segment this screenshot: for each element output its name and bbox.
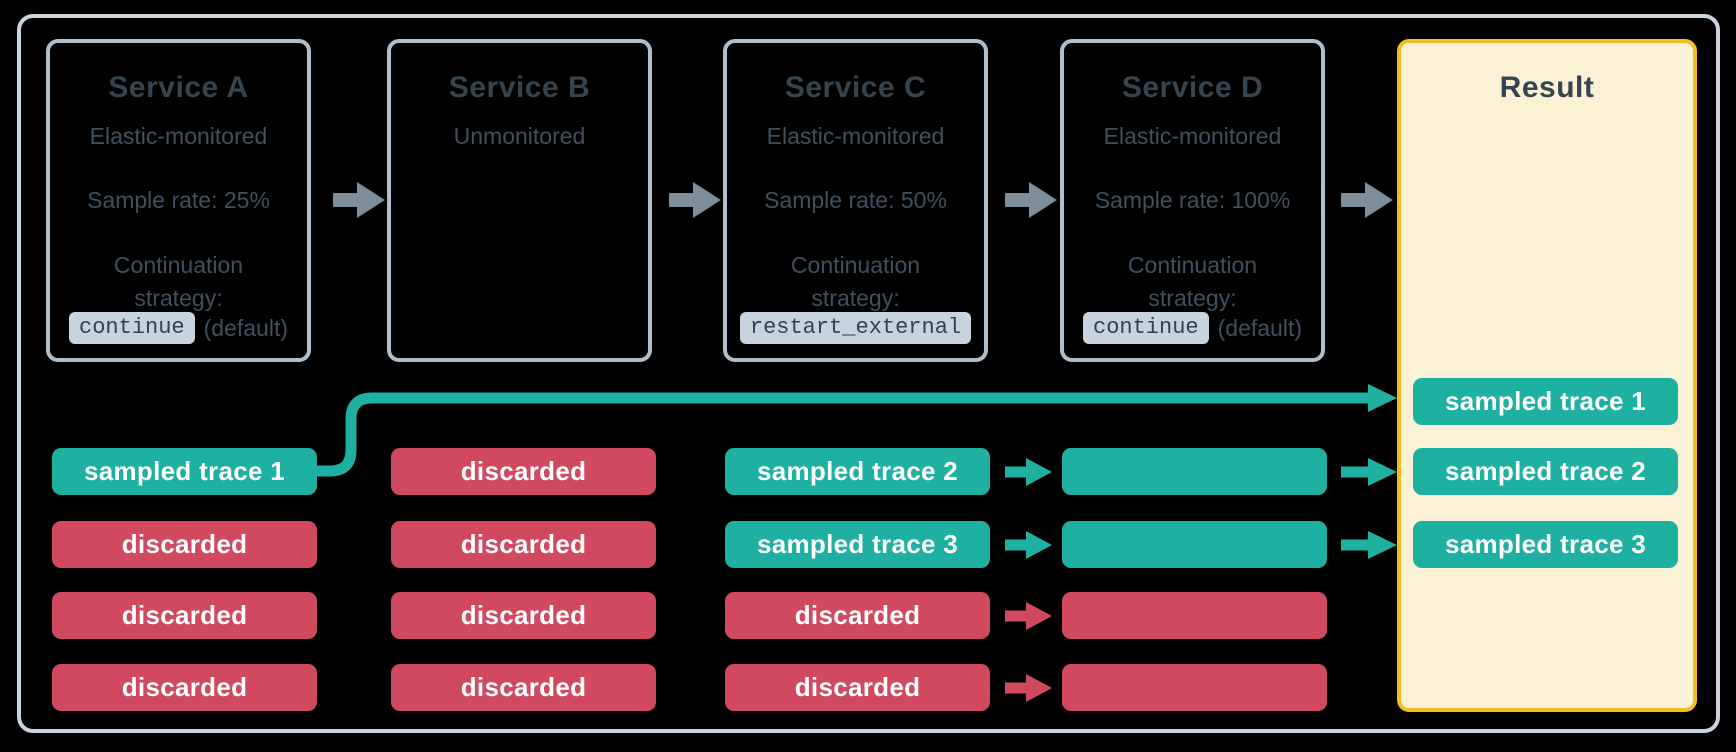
service-d-strategy-line2: strategy:	[1148, 285, 1237, 311]
trace-pill-d-discarded	[1062, 664, 1327, 711]
service-d-sample-rate: Sample rate: 100%	[1094, 187, 1291, 213]
service-a-strategy-line1: Continuation	[113, 252, 244, 278]
trace-pill-b-discarded: discarded	[391, 664, 656, 711]
result-box: Result	[1397, 39, 1697, 712]
result-pill-sampled-3: sampled trace 3	[1413, 521, 1678, 568]
service-d-subtitle: Elastic-monitored	[1103, 123, 1282, 149]
service-c-strategy-value: restart_external	[727, 311, 984, 345]
trace-pill-a-sampled-1: sampled trace 1	[52, 448, 317, 495]
trace-pill-c-discarded: discarded	[725, 664, 990, 711]
service-c-strategy-line2: strategy:	[811, 285, 900, 311]
result-title: Result	[1499, 71, 1595, 104]
trace-pill-d-discarded	[1062, 592, 1327, 639]
service-a-strategy-value: continue (default)	[50, 311, 307, 345]
trace-pill-a-discarded: discarded	[52, 664, 317, 711]
trace-pill-b-discarded: discarded	[391, 448, 656, 495]
service-c-box: Service C Elastic-monitored Sample rate:…	[723, 39, 988, 362]
service-c-sample-rate: Sample rate: 50%	[764, 187, 947, 213]
service-a-strategy-default-label: (default)	[203, 314, 288, 341]
result-pill-sampled-2: sampled trace 2	[1413, 448, 1678, 495]
service-d-box: Service D Elastic-monitored Sample rate:…	[1060, 39, 1325, 362]
trace-pill-d-sampled	[1062, 521, 1327, 568]
trace-pill-c-discarded: discarded	[725, 592, 990, 639]
service-c-strategy-code: restart_external	[739, 312, 972, 344]
service-a-sample-rate: Sample rate: 25%	[87, 187, 270, 213]
service-a-box: Service A Elastic-monitored Sample rate:…	[46, 39, 311, 362]
service-a-strategy-line2: strategy:	[134, 285, 223, 311]
service-d-strategy-default-label: (default)	[1217, 314, 1302, 341]
trace-pill-a-discarded: discarded	[52, 592, 317, 639]
diagram-outer-frame	[17, 14, 1720, 733]
trace-pill-b-discarded: discarded	[391, 521, 656, 568]
trace-pill-c-sampled-3: sampled trace 3	[725, 521, 990, 568]
service-b-subtitle: Unmonitored	[453, 123, 586, 149]
service-d-strategy-line1: Continuation	[1127, 252, 1258, 278]
service-d-strategy-code: continue	[1083, 312, 1209, 344]
trace-pill-c-sampled-2: sampled trace 2	[725, 448, 990, 495]
service-b-title: Service B	[448, 71, 591, 104]
trace-pill-d-sampled	[1062, 448, 1327, 495]
service-c-strategy-line1: Continuation	[790, 252, 921, 278]
trace-pill-b-discarded: discarded	[391, 592, 656, 639]
service-a-subtitle: Elastic-monitored	[89, 123, 268, 149]
result-pill-sampled-1: sampled trace 1	[1413, 378, 1678, 425]
service-c-subtitle: Elastic-monitored	[766, 123, 945, 149]
service-d-title: Service D	[1121, 71, 1264, 104]
service-c-title: Service C	[784, 71, 927, 104]
trace-pill-a-discarded: discarded	[52, 521, 317, 568]
service-b-box: Service B Unmonitored	[387, 39, 652, 362]
service-a-strategy-code: continue	[69, 312, 195, 344]
service-a-title: Service A	[108, 71, 249, 104]
service-d-strategy-value: continue (default)	[1064, 311, 1321, 345]
